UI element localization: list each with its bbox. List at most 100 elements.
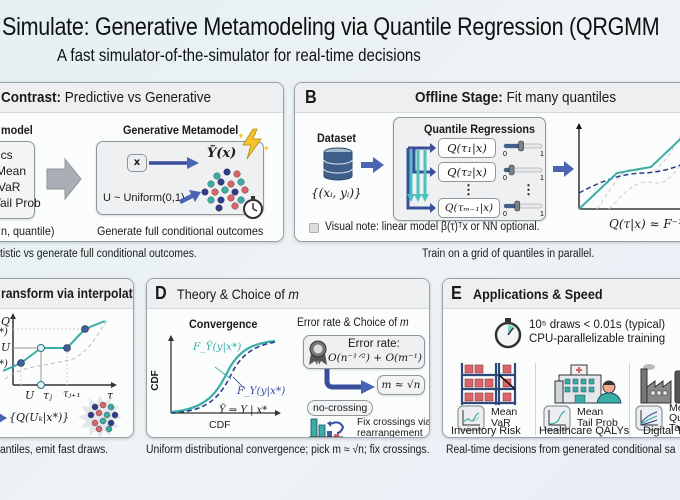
app-chart-button[interactable] bbox=[543, 405, 571, 431]
true-quantile-band bbox=[596, 136, 680, 210]
x-tick: τⱼ bbox=[43, 389, 52, 402]
sample-dot bbox=[221, 186, 229, 194]
sample-dot bbox=[111, 411, 119, 419]
slider-thumb[interactable] bbox=[514, 200, 521, 212]
sample-dot bbox=[91, 419, 99, 427]
app-metric: Mean bbox=[577, 406, 604, 418]
panel-c-header: ransform via interpolation bbox=[0, 279, 133, 309]
fix-crossings-text-1: Fix crossings via bbox=[357, 417, 430, 428]
panel-b-letter: B bbox=[305, 87, 317, 107]
sample-dot bbox=[227, 194, 235, 202]
panel-b-footer: Train on a grid of quantiles in parallel… bbox=[422, 248, 595, 260]
dataset-label: Dataset bbox=[317, 131, 357, 145]
fix-crossings-text-2: rearrangement bbox=[357, 428, 423, 438]
sample-dot bbox=[95, 409, 103, 417]
quantile-curve-plot bbox=[576, 123, 680, 210]
svg-text:1: 1 bbox=[540, 151, 544, 156]
sample-dot bbox=[237, 196, 245, 204]
panel-b-offline: B Offline Stage: Fit many quantiles Data… bbox=[294, 82, 680, 242]
knot-point bbox=[37, 344, 45, 352]
x-tick: τⱼ₊₁ bbox=[63, 389, 81, 400]
panel-b-header: B Offline Stage: Fit many quantiles bbox=[295, 83, 680, 113]
factory-icon bbox=[640, 364, 680, 404]
qr-branch-arrows-icon bbox=[406, 143, 436, 213]
note-checkbox[interactable] bbox=[309, 223, 319, 233]
sample-dot bbox=[217, 178, 225, 186]
dataset-formula: {(xᵢ, yᵢ)} bbox=[311, 186, 362, 200]
quantile-regressions-box: Quantile Regressions Q(τ₁|x) Q(τ₂|x) ⋮ ⋮… bbox=[393, 117, 546, 221]
panel-e-applications: E Applications & Speed 10⁵ draws < 0.01s… bbox=[442, 278, 680, 438]
sample-dot bbox=[87, 411, 95, 419]
panel-e-heading: Applications & Speed bbox=[473, 286, 603, 302]
panel-a-contrast: Contrast: Predictive vs Generative model… bbox=[0, 82, 284, 242]
sample-dot bbox=[107, 419, 115, 427]
sample-dot bbox=[237, 178, 245, 186]
page-subtitle: A fast simulator-of-the-simulator for re… bbox=[57, 45, 421, 65]
slider-thumb[interactable] bbox=[508, 164, 515, 176]
generative-title: Generative Metamodel bbox=[123, 123, 239, 137]
qr-row-1: Q(τ₁|x) bbox=[438, 138, 496, 158]
svg-text:✦: ✦ bbox=[263, 144, 270, 153]
panel-a-heading-bold: Contrast: bbox=[1, 89, 62, 106]
generated-cdf-label: F_Ỹ(y|x*) bbox=[193, 341, 242, 353]
y-tick: *) bbox=[0, 327, 8, 338]
panel-c-transform: ransform via interpolation Q *) U *) U τ… bbox=[0, 278, 134, 438]
sample-dot bbox=[207, 196, 215, 204]
svg-text:1: 1 bbox=[540, 175, 544, 180]
sample-dot bbox=[233, 170, 241, 178]
app-name: Digital T bbox=[643, 425, 680, 437]
panel-c-heading: ransform via interpolation bbox=[1, 286, 133, 301]
svg-text:✦: ✦ bbox=[237, 131, 245, 141]
predictive-box: ics Mean VaR Tail Prob bbox=[0, 141, 41, 219]
sample-dot bbox=[213, 172, 221, 180]
convergence-statement: Ỹ ⇒ Y | x* bbox=[219, 405, 268, 416]
panel-e-letter: E bbox=[451, 283, 462, 303]
sample-dot bbox=[201, 188, 209, 196]
sample-dot bbox=[231, 202, 239, 210]
sample-dot bbox=[95, 425, 103, 433]
svg-text:1: 1 bbox=[540, 211, 544, 216]
panel-d-header: D Theory & Choice of m bbox=[147, 279, 429, 309]
panel-d-letter: D bbox=[155, 283, 167, 303]
true-cdf-label: F_Y(y|x*) bbox=[237, 385, 286, 397]
sample-dot bbox=[215, 204, 223, 212]
app-name: Inventory Risk bbox=[451, 425, 521, 437]
panel-b-heading-rest: Fit many quantiles bbox=[502, 89, 617, 106]
q-axis-label: Q bbox=[1, 315, 11, 328]
sample-dot bbox=[91, 403, 99, 411]
predictive-item: ics bbox=[0, 148, 13, 162]
hospital-icon bbox=[554, 364, 622, 404]
sample-dot bbox=[105, 425, 113, 433]
svg-text:0: 0 bbox=[503, 175, 507, 180]
slider-thumb[interactable] bbox=[518, 140, 524, 152]
arrow-right-icon bbox=[0, 413, 7, 423]
arrow-x-icon bbox=[149, 157, 199, 169]
divider bbox=[629, 363, 630, 435]
app-chart-button[interactable] bbox=[635, 405, 663, 431]
panel-d-heading: Theory & Choice of bbox=[177, 286, 289, 302]
predictive-caption: n, quantile) bbox=[1, 224, 55, 238]
qr-row-m: Q(τₘ₋₁|x) bbox=[438, 198, 500, 218]
y-tick: U bbox=[1, 341, 11, 354]
visual-note: Visual note: linear model β(τ)ᵀx or NN o… bbox=[325, 221, 540, 233]
sample-dot bbox=[99, 401, 107, 409]
panel-a-header: Contrast: Predictive vs Generative bbox=[0, 83, 283, 113]
sample-dot bbox=[227, 180, 235, 188]
error-title: Error rate & Choice of bbox=[297, 317, 400, 329]
x-tick: τ bbox=[107, 389, 114, 402]
slider-ellipsis: ⋮ bbox=[522, 182, 535, 197]
panel-e-header: E Applications & Speed bbox=[443, 279, 680, 309]
panel-d-theory: D Theory & Choice of m Convergence F_Ỹ(y… bbox=[146, 278, 430, 438]
panel-c-footer: antiles, emit fast draws. bbox=[0, 444, 109, 456]
approx-formula: Q(τ|x) ≈ F⁻¹ᵧ(τ| bbox=[609, 217, 680, 231]
sample-dot bbox=[241, 186, 249, 194]
speed-line-1: 10⁵ draws < 0.01s (typical) bbox=[529, 319, 666, 331]
panel-a-footer: tistic vs generate full conditional outc… bbox=[0, 248, 197, 260]
page-title: Simulate: Generative Metamodeling via Qu… bbox=[2, 13, 660, 41]
arrow-u-icon bbox=[179, 190, 201, 204]
predictive-item: Tail Prob bbox=[0, 196, 41, 210]
app-chart-button[interactable] bbox=[457, 405, 485, 431]
